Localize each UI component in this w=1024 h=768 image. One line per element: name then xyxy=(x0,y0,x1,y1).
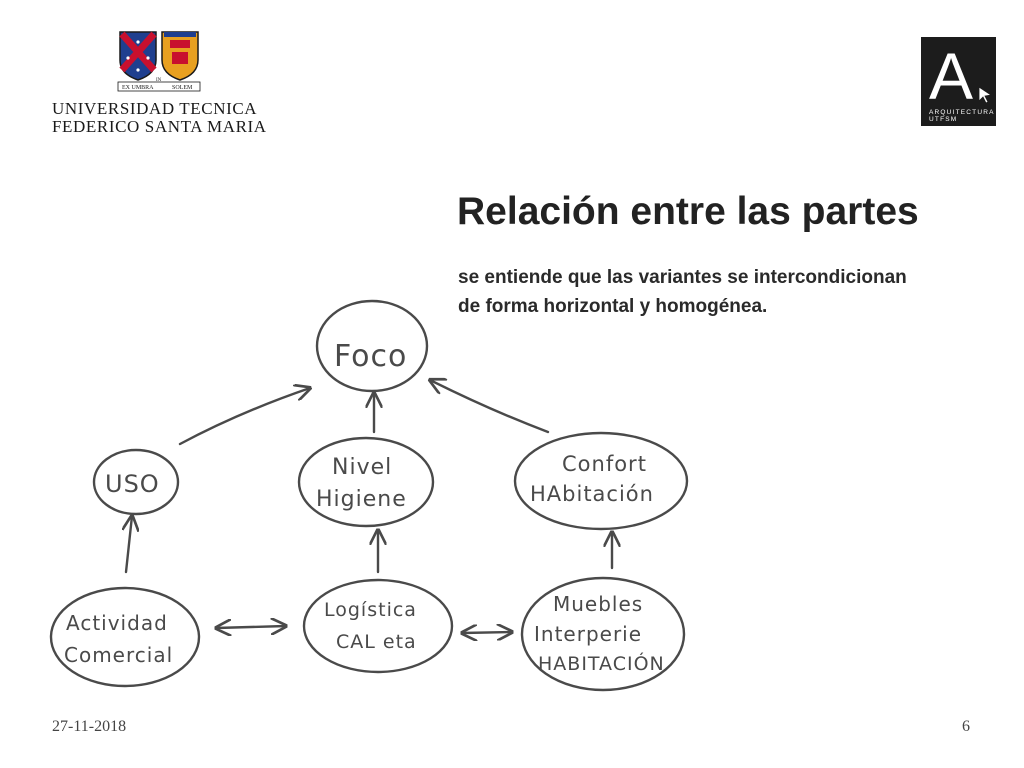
relationship-diagram: Foco USO Nivel Higiene Confort HAbitació… xyxy=(49,299,689,692)
node-foco-outline xyxy=(315,299,429,393)
node-logistica-label-line2: CAL eta xyxy=(336,631,417,653)
university-crest-icon: EX UMBRA IN SOLEM xyxy=(117,31,201,92)
node-nivel-higiene-outline xyxy=(297,436,435,528)
motto-left-text: EX UMBRA xyxy=(122,85,154,91)
node-confort-label-line2: HAbitación xyxy=(530,482,654,506)
node-confort-label-line1: Confort xyxy=(562,452,647,476)
node-logistica-label-line1: Logística xyxy=(324,599,417,621)
university-name-line2: FEDERICO SANTA MARIA xyxy=(52,117,267,136)
arquitectura-logo: A ARQUITECTURA UTFSM xyxy=(921,37,996,126)
arq-line1: ARQUITECTURA xyxy=(929,109,995,116)
node-actividad-label-line1: Actividad xyxy=(66,611,168,635)
arrow-logistica-muebles xyxy=(462,632,512,633)
node-actividad-label-line2: Comercial xyxy=(64,643,173,667)
subtitle-line1: se entiende que las variantes se interco… xyxy=(458,267,907,288)
node-logistica-outline xyxy=(302,578,454,674)
slide-subtitle: se entiende que las variantes se interco… xyxy=(458,263,998,321)
arq-letter: A xyxy=(929,39,973,113)
motto-right-text: SOLEM xyxy=(172,85,193,91)
arrow-actividad-to-uso xyxy=(126,516,132,574)
footer-date: 27-11-2018 xyxy=(52,718,127,735)
arquitectura-label: ARQUITECTURA UTFSM xyxy=(929,109,995,123)
node-foco-label: Foco xyxy=(334,339,407,374)
arq-line2: UTFSM xyxy=(929,116,958,123)
arquitectura-a-icon: A xyxy=(929,39,993,113)
node-uso-label: USO xyxy=(105,470,160,498)
university-logo: EX UMBRA IN SOLEM UNIVERSIDAD TECNICA FE… xyxy=(52,30,268,138)
node-muebles-label-line1: Muebles xyxy=(553,592,643,616)
university-name: UNIVERSIDAD TECNICA FEDERICO SANTA MARIA xyxy=(52,100,268,136)
node-actividad-outline xyxy=(49,586,201,688)
page-number: 6 xyxy=(962,718,970,735)
node-muebles-label-line2: Interperie xyxy=(534,622,642,646)
slide-title: Relación entre las partes xyxy=(457,190,919,233)
node-nivel-label-line1: Nivel xyxy=(332,455,392,480)
motto-mid-text: IN xyxy=(156,78,162,83)
node-muebles-outline xyxy=(520,576,686,692)
arrow-actividad-logistica xyxy=(216,626,286,628)
subtitle-line2: de forma horizontal y homogénea. xyxy=(458,296,768,317)
node-nivel-label-line2: Higiene xyxy=(316,487,407,512)
node-muebles-label-line3: HABITACIÓN xyxy=(538,651,665,675)
university-name-line1: UNIVERSIDAD TECNICA xyxy=(52,99,258,118)
cursor-arrow-icon xyxy=(978,86,993,104)
arrow-uso-to-foco xyxy=(178,388,310,446)
node-confort-outline xyxy=(513,431,689,531)
arrow-confort-to-foco xyxy=(430,380,550,434)
